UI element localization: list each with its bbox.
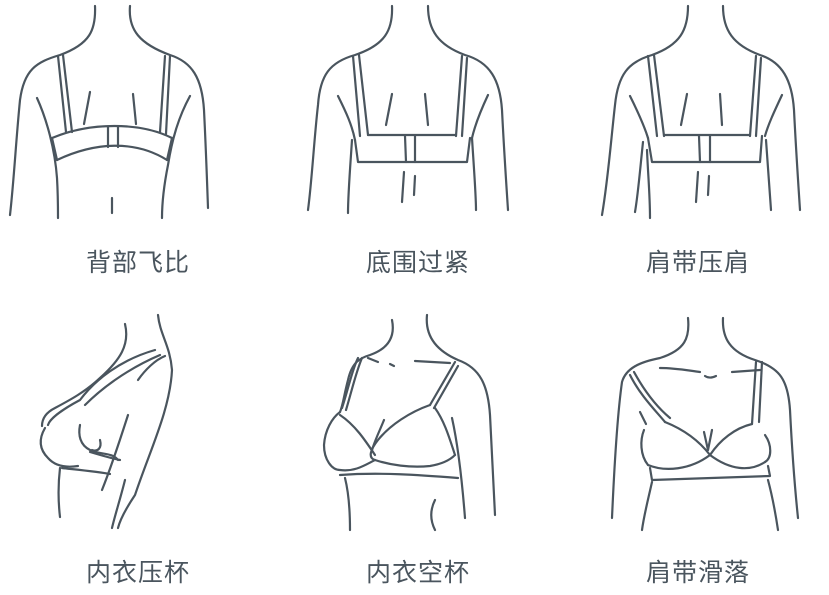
- item-cup-compressing: 内衣压杯: [0, 300, 276, 595]
- cup-gaping-illustration: [322, 313, 497, 532]
- item-strap-slipping: 肩带滑落: [560, 300, 829, 595]
- caption-cup-gaping: 内衣空杯: [365, 558, 470, 587]
- caption-back-riding-up: 背部飞比: [85, 248, 190, 277]
- strap-slipping-illustration: [610, 316, 800, 532]
- caption-strap-slipping: 肩带滑落: [645, 558, 750, 587]
- cup-compressing-illustration: [39, 313, 174, 530]
- item-back-riding-up: 背部飞比: [0, 0, 276, 295]
- back-band-riding-up-illustration: [8, 4, 210, 220]
- strap-digging-shoulder-illustration: [600, 4, 802, 220]
- item-band-too-tight: 底围过紧: [280, 0, 556, 295]
- caption-band-too-tight: 底围过紧: [365, 248, 470, 277]
- band-too-tight-illustration: [306, 4, 510, 215]
- caption-cup-compressing: 内衣压杯: [85, 558, 190, 587]
- item-cup-gaping: 内衣空杯: [280, 300, 556, 595]
- item-strap-digging: 肩带压肩: [560, 0, 829, 295]
- caption-strap-digging: 肩带压肩: [645, 248, 750, 277]
